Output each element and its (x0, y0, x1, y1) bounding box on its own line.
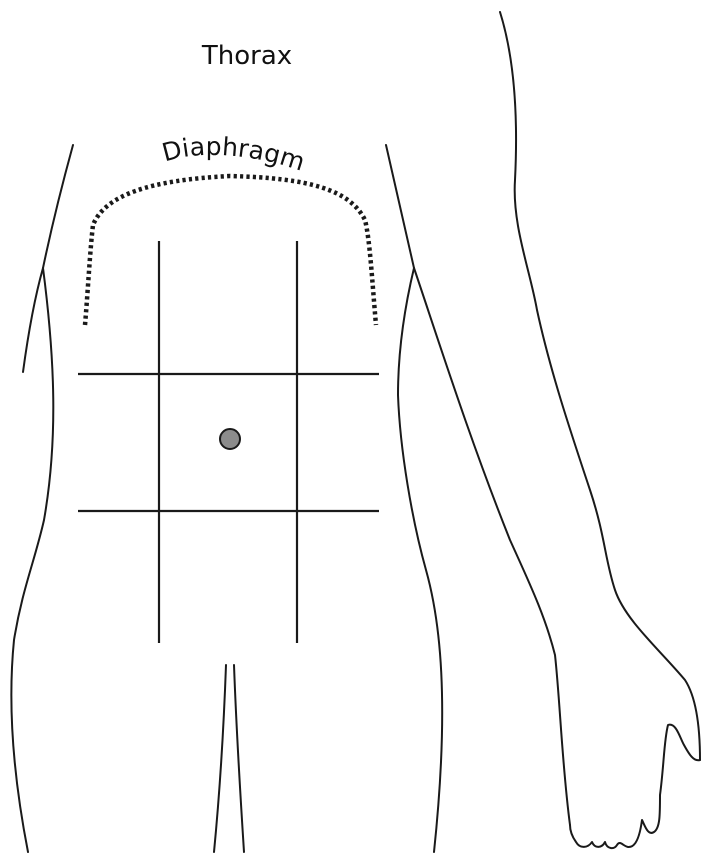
arm-outer-outline (500, 12, 700, 760)
svg-text:Diaphragm: Diaphragm (159, 132, 308, 177)
left-inner-thigh-outline (214, 665, 226, 852)
right-flank-outline (398, 268, 442, 852)
hand-fingers-outline (570, 725, 700, 848)
thorax-label: Thorax (201, 41, 292, 71)
left-flank-outline (23, 268, 43, 372)
left-chest-outline (43, 145, 73, 268)
right-chest-outline (386, 145, 414, 268)
diaphragm-label: Diaphragm (159, 132, 308, 177)
right-inner-thigh-outline (234, 665, 244, 852)
diaphragm-line (85, 176, 376, 325)
umbilicus-marker (220, 429, 240, 449)
left-hip-outline (11, 268, 53, 852)
